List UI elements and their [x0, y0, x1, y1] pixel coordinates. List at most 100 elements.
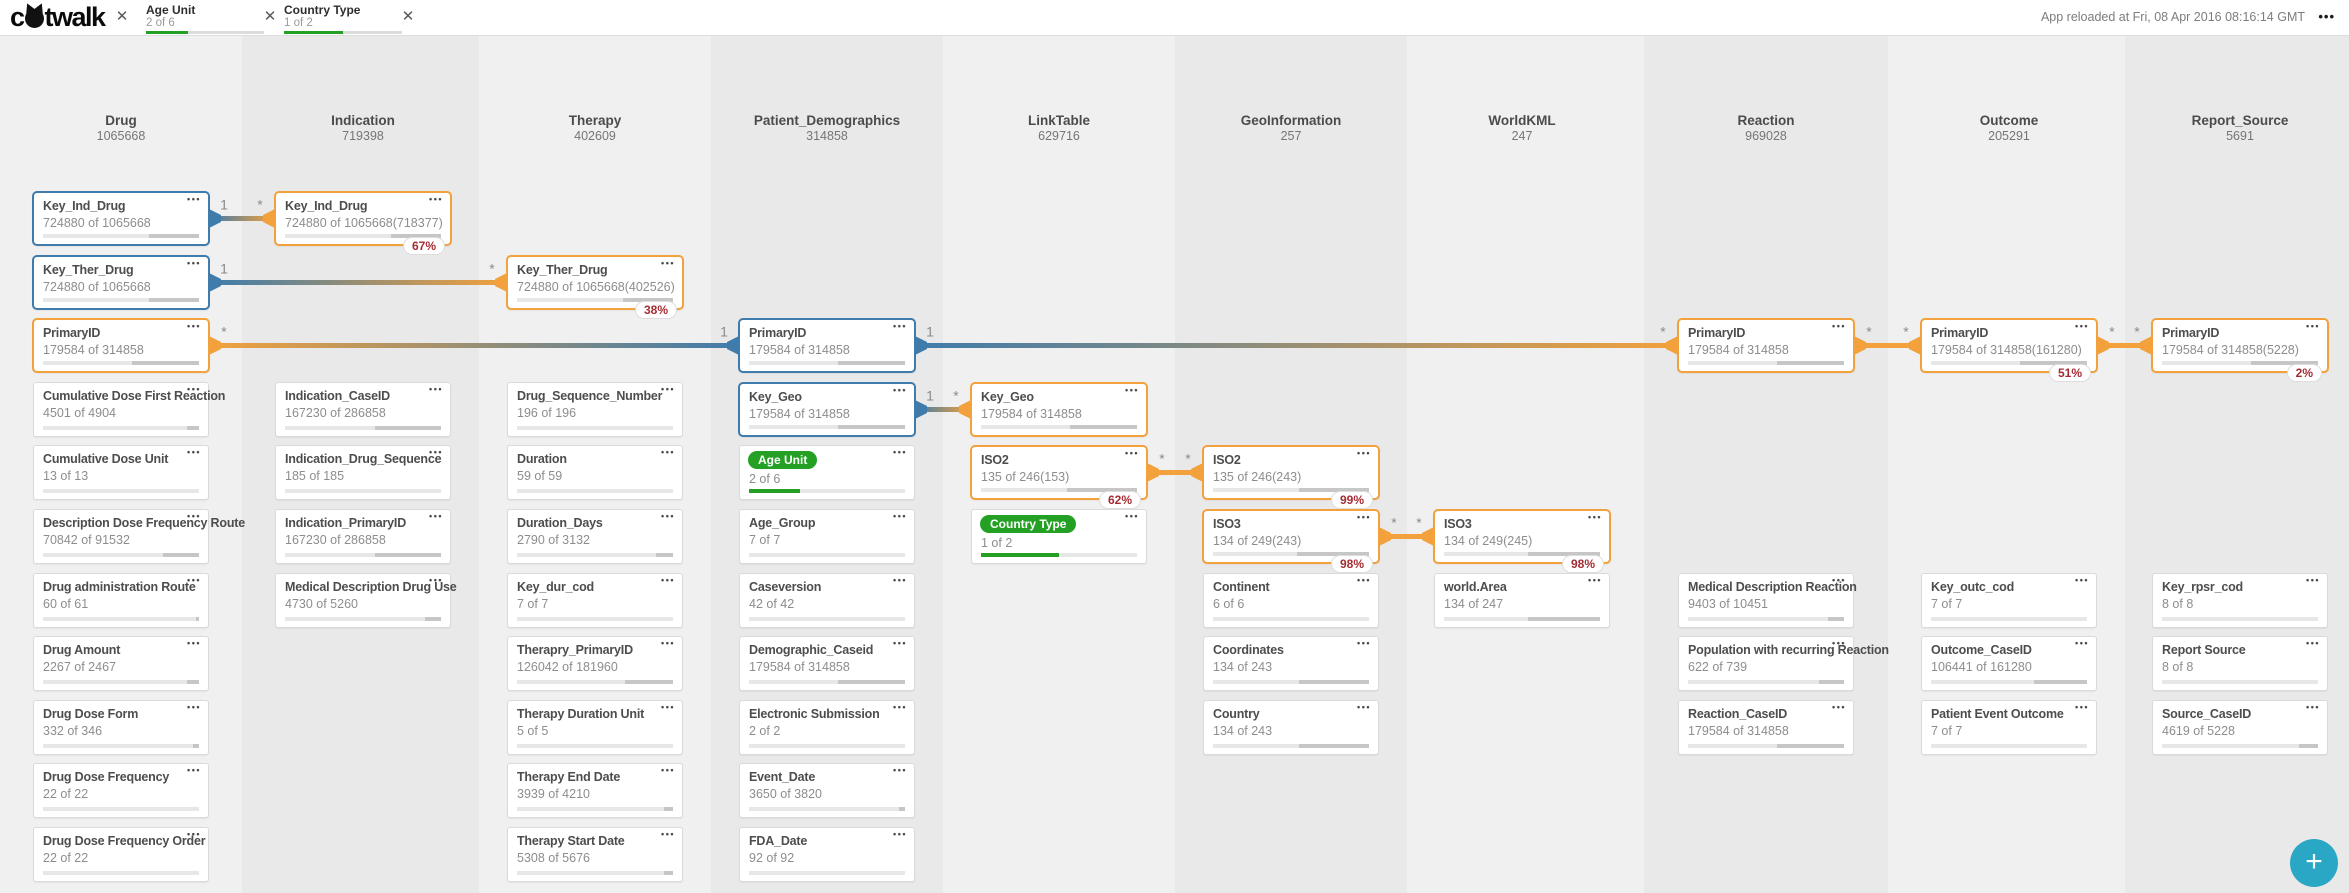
- card-menu-icon[interactable]: •••: [2306, 702, 2320, 712]
- field-card-coordinates[interactable]: Coordinates•••134 of 243: [1203, 636, 1379, 691]
- field-card-iso3[interactable]: ISO3•••134 of 249(243)98%: [1202, 509, 1380, 573]
- field-card-key-geo[interactable]: Key_Geo•••179584 of 314858: [738, 382, 916, 437]
- field-card-primaryid[interactable]: PrimaryID•••179584 of 314858: [738, 318, 916, 373]
- field-card-key-ther-drug[interactable]: Key_Ther_Drug•••724880 of 1065668: [32, 255, 210, 310]
- card-menu-icon[interactable]: •••: [893, 511, 907, 521]
- overflow-menu-icon[interactable]: •••: [2318, 9, 2335, 24]
- card-menu-icon[interactable]: •••: [429, 447, 443, 457]
- card-menu-icon[interactable]: •••: [661, 447, 675, 457]
- card-menu-icon[interactable]: •••: [893, 702, 907, 712]
- field-card-world-area[interactable]: world.Area•••134 of 247: [1434, 573, 1610, 628]
- field-card-therapry-primaryid[interactable]: Therapry_PrimaryID•••126042 of 181960: [507, 636, 683, 691]
- add-button[interactable]: +: [2290, 839, 2338, 887]
- card-menu-icon[interactable]: •••: [893, 447, 907, 457]
- card-menu-icon[interactable]: •••: [429, 511, 443, 521]
- chip-close-country-type[interactable]: ✕: [401, 8, 415, 25]
- card-menu-icon[interactable]: •••: [187, 765, 201, 775]
- card-menu-icon[interactable]: •••: [1357, 638, 1371, 648]
- field-card-patient-event-outcome[interactable]: Patient Event Outcome•••7 of 7: [1921, 700, 2097, 755]
- selection-chip-age-unit[interactable]: Age Unit 2 of 6: [146, 4, 268, 34]
- card-menu-icon[interactable]: •••: [187, 384, 201, 394]
- field-card-key-geo[interactable]: Key_Geo•••179584 of 314858: [970, 382, 1148, 437]
- card-menu-icon[interactable]: •••: [1357, 512, 1371, 522]
- field-card-cumulative-dose-first-reaction[interactable]: Cumulative Dose First Reaction•••4501 of…: [33, 382, 225, 437]
- field-card-iso3[interactable]: ISO3•••134 of 249(245)98%: [1433, 509, 1611, 573]
- selection-chip-country-type[interactable]: Country Type 1 of 2: [284, 4, 406, 34]
- card-menu-icon[interactable]: •••: [2075, 702, 2089, 712]
- field-card-age-unit[interactable]: Age Unit•••2 of 6: [739, 445, 915, 500]
- chip-close-age-unit[interactable]: ✕: [263, 8, 277, 25]
- card-menu-icon[interactable]: •••: [1832, 321, 1846, 331]
- field-card-primaryid[interactable]: PrimaryID•••179584 of 314858(5228)2%: [2151, 318, 2329, 382]
- field-card-indication-caseid[interactable]: Indication_CaseID•••167230 of 286858: [275, 382, 451, 437]
- card-menu-icon[interactable]: •••: [893, 321, 907, 331]
- field-card-drug-amount[interactable]: Drug Amount•••2267 of 2467: [33, 636, 209, 691]
- card-menu-icon[interactable]: •••: [2075, 321, 2089, 331]
- card-menu-icon[interactable]: •••: [893, 638, 907, 648]
- field-card-caseversion[interactable]: Caseversion•••42 of 42: [739, 573, 915, 628]
- field-card-key-rpsr-cod[interactable]: Key_rpsr_cod•••8 of 8: [2152, 573, 2328, 628]
- card-menu-icon[interactable]: •••: [187, 321, 201, 331]
- field-card-indication-primaryid[interactable]: Indication_PrimaryID•••167230 of 286858: [275, 509, 451, 564]
- card-menu-icon[interactable]: •••: [2075, 575, 2089, 585]
- card-menu-icon[interactable]: •••: [1357, 702, 1371, 712]
- field-card-indication-drug-sequence[interactable]: Indication_Drug_Sequence•••185 of 185: [275, 445, 451, 500]
- field-card-medical-description-drug-use[interactable]: Medical Description Drug Use•••4730 of 5…: [275, 573, 457, 628]
- card-menu-icon[interactable]: •••: [661, 511, 675, 521]
- field-card-country[interactable]: Country•••134 of 243: [1203, 700, 1379, 755]
- card-menu-icon[interactable]: •••: [1125, 511, 1139, 521]
- field-card-electronic-submission[interactable]: Electronic Submission•••2 of 2: [739, 700, 915, 755]
- field-card-duration[interactable]: Duration•••59 of 59: [507, 445, 683, 500]
- field-card-source-caseid[interactable]: Source_CaseID•••4619 of 5228: [2152, 700, 2328, 755]
- card-menu-icon[interactable]: •••: [2075, 638, 2089, 648]
- field-card-key-ind-drug[interactable]: Key_Ind_Drug•••724880 of 1065668(718377)…: [274, 191, 452, 255]
- field-card-report-source[interactable]: Report Source•••8 of 8: [2152, 636, 2328, 691]
- card-menu-icon[interactable]: •••: [661, 702, 675, 712]
- card-menu-icon[interactable]: •••: [661, 258, 675, 268]
- field-card-primaryid[interactable]: PrimaryID•••179584 of 314858: [1677, 318, 1855, 373]
- field-card-drug-dose-form[interactable]: Drug Dose Form•••332 of 346: [33, 700, 209, 755]
- card-menu-icon[interactable]: •••: [187, 829, 201, 839]
- card-menu-icon[interactable]: •••: [893, 575, 907, 585]
- card-menu-icon[interactable]: •••: [429, 384, 443, 394]
- field-card-reaction-caseid[interactable]: Reaction_CaseID•••179584 of 314858: [1678, 700, 1854, 755]
- card-menu-icon[interactable]: •••: [1832, 702, 1846, 712]
- field-card-demographic-caseid[interactable]: Demographic_Caseid•••179584 of 314858: [739, 636, 915, 691]
- field-card-primaryid[interactable]: PrimaryID•••179584 of 314858(161280)51%: [1920, 318, 2098, 382]
- field-card-primaryid[interactable]: PrimaryID•••179584 of 314858: [32, 318, 210, 373]
- field-card-population-with-recurring-reaction[interactable]: Population with recurring Reaction•••622…: [1678, 636, 1889, 691]
- field-card-cumulative-dose-unit[interactable]: Cumulative Dose Unit•••13 of 13: [33, 445, 209, 500]
- field-card-iso2[interactable]: ISO2•••135 of 246(153)62%: [970, 445, 1148, 509]
- field-card-key-dur-cod[interactable]: Key_dur_cod•••7 of 7: [507, 573, 683, 628]
- card-menu-icon[interactable]: •••: [1832, 638, 1846, 648]
- field-card-description-dose-frequency-route[interactable]: Description Dose Frequency Route•••70842…: [33, 509, 245, 564]
- card-menu-icon[interactable]: •••: [661, 638, 675, 648]
- card-menu-icon[interactable]: •••: [661, 765, 675, 775]
- card-menu-icon[interactable]: •••: [187, 511, 201, 521]
- card-menu-icon[interactable]: •••: [1125, 448, 1139, 458]
- card-menu-icon[interactable]: •••: [2306, 638, 2320, 648]
- field-card-medical-description-reaction[interactable]: Medical Description Reaction•••9403 of 1…: [1678, 573, 1857, 628]
- field-card-iso2[interactable]: ISO2•••135 of 246(243)99%: [1202, 445, 1380, 509]
- clear-all-selections-button[interactable]: ✕: [115, 8, 129, 25]
- field-card-duration-days[interactable]: Duration_Days•••2790 of 3132: [507, 509, 683, 564]
- card-menu-icon[interactable]: •••: [187, 447, 201, 457]
- card-menu-icon[interactable]: •••: [187, 702, 201, 712]
- field-card-fda-date[interactable]: FDA_Date•••92 of 92: [739, 827, 915, 882]
- card-menu-icon[interactable]: •••: [893, 765, 907, 775]
- card-menu-icon[interactable]: •••: [1588, 575, 1602, 585]
- card-menu-icon[interactable]: •••: [2306, 321, 2320, 331]
- card-menu-icon[interactable]: •••: [1125, 385, 1139, 395]
- field-card-drug-sequence-number[interactable]: Drug_Sequence_Number•••196 of 196: [507, 382, 683, 437]
- field-card-event-date[interactable]: Event_Date•••3650 of 3820: [739, 763, 915, 818]
- card-menu-icon[interactable]: •••: [893, 829, 907, 839]
- field-card-outcome-caseid[interactable]: Outcome_CaseID•••106441 of 161280: [1921, 636, 2097, 691]
- card-menu-icon[interactable]: •••: [187, 194, 201, 204]
- field-card-country-type[interactable]: Country Type•••1 of 2: [971, 509, 1147, 564]
- card-menu-icon[interactable]: •••: [1357, 448, 1371, 458]
- field-card-therapy-duration-unit[interactable]: Therapy Duration Unit•••5 of 5: [507, 700, 683, 755]
- card-menu-icon[interactable]: •••: [1357, 575, 1371, 585]
- card-menu-icon[interactable]: •••: [429, 194, 443, 204]
- field-card-key-ther-drug[interactable]: Key_Ther_Drug•••724880 of 1065668(402526…: [506, 255, 684, 319]
- card-menu-icon[interactable]: •••: [2306, 575, 2320, 585]
